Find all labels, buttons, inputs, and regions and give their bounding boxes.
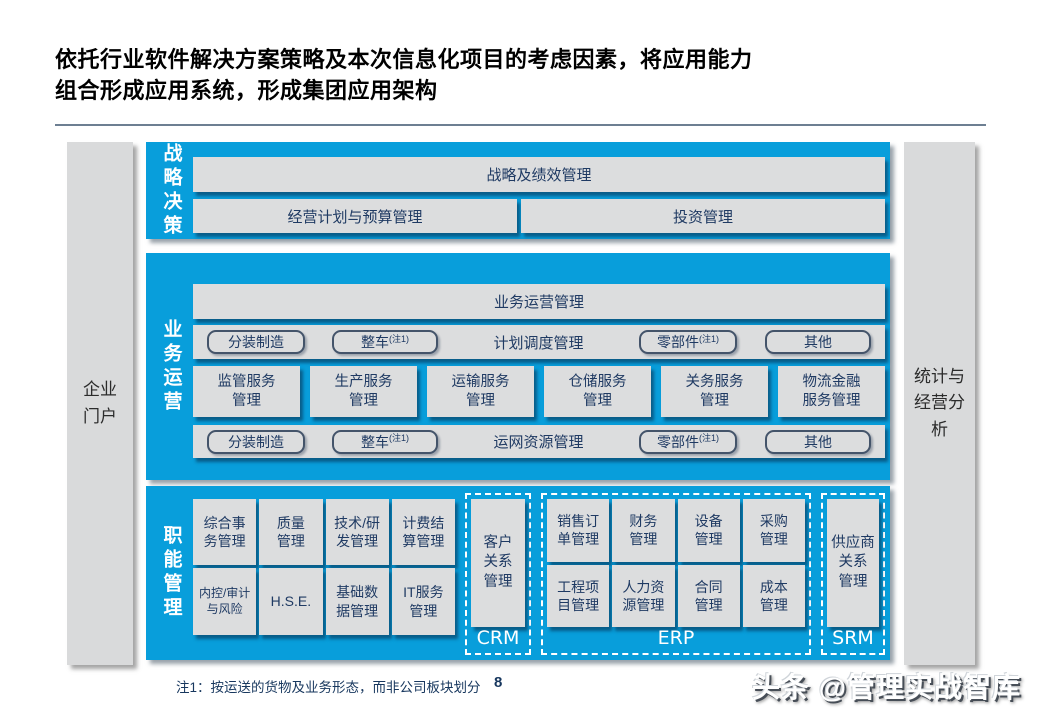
srm-group-label: SRM — [832, 627, 874, 649]
project-mgmt-box: 工程项 目管理 — [547, 564, 610, 627]
pill-parts: 零部件(注1) — [639, 429, 737, 454]
strategy-section-label: 战略决策 — [160, 142, 182, 239]
crm-group-label: CRM — [476, 627, 520, 649]
customer-relation-box: 客户 关系 管理 — [471, 499, 525, 627]
pill-note-sup: (注1) — [389, 333, 409, 344]
pill-text: 其他 — [804, 334, 832, 350]
pill-note-sup: (注1) — [699, 333, 719, 344]
quality-mgmt-box: 质量 管理 — [259, 499, 323, 565]
planning-budget-box: 经营计划与预算管理 — [193, 199, 517, 233]
strategy-content: 战略及绩效管理 经营计划与预算管理 投资管理 — [193, 142, 885, 239]
strategy-performance-box: 战略及绩效管理 — [193, 157, 885, 192]
operation-management-box: 业务运营管理 — [193, 284, 885, 319]
logistics-finance-service-box: 物流金融 服务管理 — [778, 366, 885, 417]
plan-dispatch-title: 计划调度管理 — [493, 334, 584, 352]
billing-settlement-box: 计费结 算管理 — [391, 499, 455, 565]
service-boxes-row: 监管服务 管理 生产服务 管理 运输服务 管理 仓储服务 管理 关务服务 管理 … — [193, 366, 885, 417]
finance-mgmt-box: 财务 管理 — [612, 499, 675, 562]
pill-text: 分装制造 — [228, 334, 284, 350]
statistics-analysis-bar: 统计与 经营分 析 — [904, 142, 975, 665]
pill-text: 分装制造 — [228, 433, 284, 450]
section-strategy-decision: 战略决策 战略及绩效管理 经营计划与预算管理 投资管理 — [146, 142, 890, 239]
page-title-line2: 组合形成应用系统，形成集团应用架构 — [55, 78, 438, 103]
pill-text: 零部件 — [657, 334, 699, 350]
supplier-relation-box: 供应商 关系 管理 — [827, 499, 879, 627]
pill-packaging-manufacture: 分装制造 — [207, 429, 305, 454]
equipment-mgmt-box: 设备 管理 — [677, 499, 740, 562]
production-service-box: 生产服务 管理 — [310, 366, 417, 417]
enterprise-portal-label: 企业 门户 — [83, 380, 117, 426]
pill-parts: 零部件(注1) — [639, 330, 737, 354]
page-title: 依托行业软件解决方案策略及本次信息化项目的考虑因素，将应用能力 组合形成应用系统… — [55, 44, 753, 106]
hr-mgmt-box: 人力资 源管理 — [612, 564, 675, 627]
warehouse-service-box: 仓储服务 管理 — [544, 366, 651, 417]
statistics-analysis-label: 统计与 经营分 析 — [914, 366, 965, 439]
investment-box: 投资管理 — [521, 199, 885, 233]
functional-section-label: 职能管理 — [160, 525, 182, 621]
pill-text: 整车 — [361, 433, 389, 450]
srm-group-body: 供应商 关系 管理 — [827, 499, 879, 627]
functional-content: 综合事 务管理 质量 管理 技术/研 发管理 计费结 算管理 内控/审计 与风险… — [193, 493, 885, 655]
page-title-line1: 依托行业软件解决方案策略及本次信息化项目的考虑因素，将应用能力 — [55, 47, 753, 72]
pill-text: 其他 — [804, 433, 832, 450]
pill-whole-vehicle: 整车(注1) — [332, 429, 438, 454]
enterprise-portal-bar: 企业 门户 — [67, 142, 133, 665]
sales-order-box: 销售订 单管理 — [547, 499, 610, 562]
title-divider — [55, 124, 986, 126]
crm-group-body: 客户 关系 管理 — [471, 499, 525, 627]
section-business-operations: 业务运营 业务运营管理 分装制造 整车(注1) 计划调度管理 零部件(注1) 其… — [146, 253, 890, 480]
watermark: 头条 @管理实战智库 — [752, 672, 1022, 703]
pill-other: 其他 — [765, 330, 871, 354]
hse-box: H.S.E. — [259, 568, 323, 635]
master-data-box: 基础数 据管理 — [325, 568, 389, 635]
srm-group: 供应商 关系 管理 SRM — [821, 493, 885, 655]
general-affairs-box: 综合事 务管理 — [193, 499, 257, 565]
operations-section-label: 业务运营 — [160, 318, 182, 415]
transport-network-title: 运网资源管理 — [493, 434, 584, 451]
audit-risk-box: 内控/审计 与风险 — [193, 568, 257, 635]
pill-other: 其他 — [765, 429, 871, 454]
strategy-row: 经营计划与预算管理 投资管理 — [193, 199, 885, 233]
tech-rd-box: 技术/研 发管理 — [325, 499, 389, 565]
customs-service-box: 关务服务 管理 — [661, 366, 768, 417]
erp-group: 销售订 单管理 财务 管理 设备 管理 采购 管理 工程项 目管理 人力资 源管… — [541, 493, 811, 655]
section-functional-management: 职能管理 综合事 务管理 质量 管理 技术/研 发管理 计费结 算管理 内控/审… — [146, 486, 890, 660]
crm-group: 客户 关系 管理 CRM — [465, 493, 531, 655]
pill-note-sup: (注1) — [389, 433, 409, 443]
cost-mgmt-box: 成本 管理 — [742, 564, 805, 627]
pill-text: 零部件 — [657, 433, 699, 450]
erp-grid: 销售订 单管理 财务 管理 设备 管理 采购 管理 工程项 目管理 人力资 源管… — [547, 499, 805, 627]
transport-network-row: 分装制造 整车(注1) 运网资源管理 零部件(注1) 其他 — [193, 425, 885, 458]
pill-packaging-manufacture: 分装制造 — [207, 330, 305, 354]
footnote: 注1：按运送的货物及业务形态，而非公司板块划分 — [176, 680, 481, 695]
pill-text: 整车 — [361, 334, 389, 350]
functional-grid: 综合事 务管理 质量 管理 技术/研 发管理 计费结 算管理 内控/审计 与风险… — [193, 493, 455, 655]
procurement-mgmt-box: 采购 管理 — [742, 499, 805, 562]
transport-service-box: 运输服务 管理 — [427, 366, 534, 417]
supervision-service-box: 监管服务 管理 — [193, 366, 300, 417]
contract-mgmt-box: 合同 管理 — [677, 564, 740, 627]
plan-dispatch-row: 分装制造 整车(注1) 计划调度管理 零部件(注1) 其他 — [193, 325, 885, 359]
pill-note-sup: (注1) — [699, 433, 719, 443]
it-service-box: IT服务 管理 — [391, 568, 455, 635]
pill-whole-vehicle: 整车(注1) — [332, 330, 438, 354]
erp-group-label: ERP — [657, 627, 695, 649]
operations-content: 业务运营管理 分装制造 整车(注1) 计划调度管理 零部件(注1) 其他 监管服… — [193, 253, 885, 480]
page-number: 8 — [494, 674, 503, 691]
